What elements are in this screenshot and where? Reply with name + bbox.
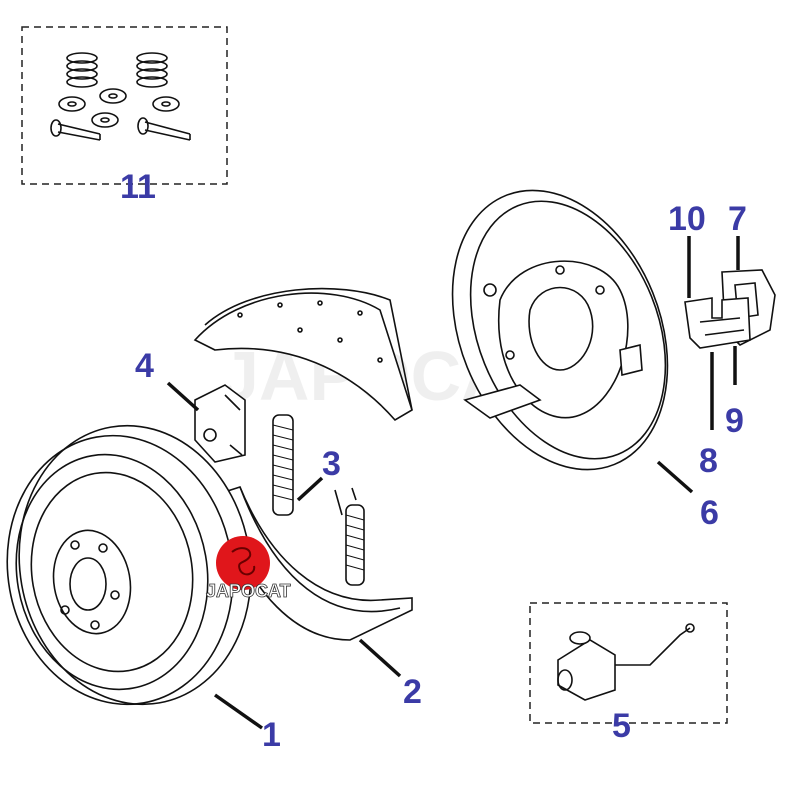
- label-part-4: 4: [135, 347, 154, 385]
- japocat-logo: JAPOCAT: [206, 536, 291, 601]
- adjuster-part-4: [194, 384, 246, 463]
- label-part-11: 11: [120, 168, 156, 206]
- leader-6: [656, 460, 694, 494]
- spring-kit-part-11: [50, 52, 191, 141]
- leader-3: [296, 476, 324, 502]
- springs-part-3: [272, 414, 365, 586]
- label-part-2: 2: [403, 673, 422, 711]
- kit-box-11: [21, 26, 228, 185]
- svg-text:JAPOCAT: JAPOCAT: [206, 581, 291, 601]
- wheel-cylinder-part-5: [557, 623, 695, 701]
- kit-box-5: [529, 602, 728, 724]
- label-part-9: 9: [725, 402, 744, 440]
- clips-parts-7-10: [684, 269, 776, 349]
- label-part-8: 8: [699, 442, 718, 480]
- label-part-10: 10: [668, 200, 706, 238]
- label-part-5: 5: [612, 707, 631, 745]
- label-part-1: 1: [262, 716, 281, 754]
- label-part-3: 3: [322, 445, 341, 483]
- label-part-7: 7: [728, 200, 747, 238]
- leader-4: [166, 381, 200, 412]
- leader-1: [213, 693, 264, 730]
- leader-2: [358, 638, 402, 678]
- backing-plate-part-6: [451, 189, 669, 471]
- label-part-6: 6: [700, 494, 719, 532]
- upper-brake-shoe: [193, 287, 413, 422]
